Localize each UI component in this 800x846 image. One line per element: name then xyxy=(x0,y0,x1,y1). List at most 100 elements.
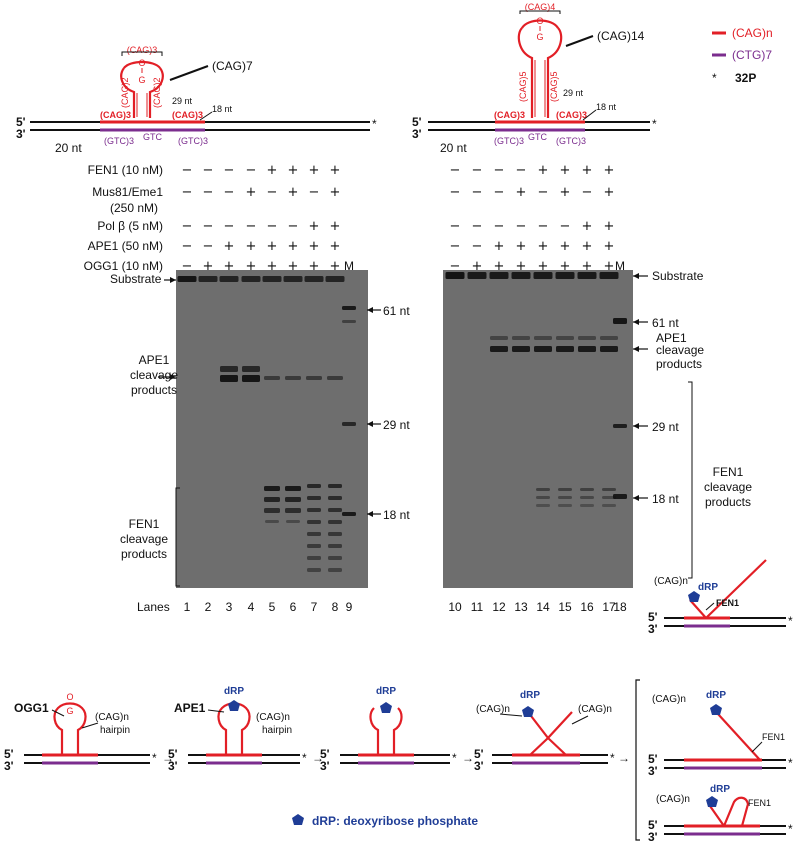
gel-band xyxy=(219,276,239,282)
gel-band xyxy=(512,336,530,340)
gel-band xyxy=(489,272,509,279)
lane-number: 5 xyxy=(269,600,276,614)
hairpin-label: (CAG)7 xyxy=(212,59,253,73)
gel-band xyxy=(577,272,597,279)
gel-band xyxy=(556,336,574,340)
condition-labels: FEN1 (10 nM) Mus81/Eme1 (250 nM) Pol β (… xyxy=(84,163,625,273)
condition-sign: + xyxy=(538,259,549,274)
ape1-label-3: products xyxy=(131,383,177,397)
legend-p32: 32P xyxy=(735,71,756,85)
five-prime: 5' xyxy=(412,115,422,129)
lane-number: 1 xyxy=(184,600,191,614)
condition-sign: − xyxy=(516,219,527,234)
svg-text:(CAG)n: (CAG)n xyxy=(476,704,510,715)
condition-sign: + xyxy=(604,163,615,178)
svg-text:dRP: dRP xyxy=(520,690,540,701)
m18-left: 18 nt xyxy=(383,508,410,522)
gel-band xyxy=(467,272,487,279)
gel-band xyxy=(328,544,342,548)
condition-sign: + xyxy=(309,163,320,178)
condition-sign: − xyxy=(450,163,461,178)
lane-number: 18 xyxy=(613,600,627,614)
gel-right xyxy=(443,270,633,588)
lane-number: 15 xyxy=(558,600,572,614)
condition-sign: + xyxy=(267,163,278,178)
condition-sign: + xyxy=(582,259,593,274)
gel-band xyxy=(613,424,627,428)
gel-band xyxy=(613,494,627,499)
gel-band xyxy=(307,544,321,548)
condition-sign: − xyxy=(246,163,257,178)
step-arrow: → xyxy=(162,751,174,765)
gel-band xyxy=(511,272,531,279)
gel-band xyxy=(307,556,321,560)
ape1-right-2: cleavage xyxy=(656,343,704,357)
outcome-bracket xyxy=(635,679,640,841)
condition-sign: − xyxy=(494,163,505,178)
condition-sign: − xyxy=(450,259,461,274)
gel-band xyxy=(285,486,301,491)
gtc-mid: GTC xyxy=(143,132,162,142)
gtc-left: (GTC)3 xyxy=(494,136,524,146)
svg-text:5': 5' xyxy=(474,747,484,761)
svg-text:3': 3' xyxy=(168,759,178,773)
cond-polb: Pol β (5 nM) xyxy=(97,219,163,233)
loop-label: (CAG)4 xyxy=(525,2,556,12)
gel-band xyxy=(285,376,301,380)
m29-left: 29 nt xyxy=(383,418,410,432)
nt20-label: 20 nt xyxy=(440,141,467,155)
lane-number: 17 xyxy=(602,600,616,614)
condition-sign: + xyxy=(309,219,320,234)
lane-number: 3 xyxy=(226,600,233,614)
legend-ctg-label: (CTG)7 xyxy=(732,48,772,62)
condition-sign: − xyxy=(582,185,593,200)
svg-text:3': 3' xyxy=(648,830,658,844)
fen1-bracket-right xyxy=(688,381,693,579)
gel-band xyxy=(264,497,280,502)
gel-band xyxy=(490,336,508,340)
svg-text:*: * xyxy=(610,751,615,765)
scheme-step-2: APE1 dRP (CAG)n hairpin 5' 3' * → xyxy=(168,686,324,773)
gel-band xyxy=(262,276,282,282)
lane-number: 6 xyxy=(290,600,297,614)
condition-sign: + xyxy=(288,163,299,178)
condition-sign: + xyxy=(560,185,571,200)
gel-band xyxy=(285,497,301,502)
flank-left-label: (CAG)3 xyxy=(494,110,525,120)
lane-number: 4 xyxy=(248,600,255,614)
gel-band xyxy=(285,508,301,513)
gel-band xyxy=(328,520,342,524)
lane-number: 8 xyxy=(332,600,339,614)
gel-band xyxy=(307,508,321,512)
condition-sign: − xyxy=(267,185,278,200)
gel-band xyxy=(555,272,575,279)
gel-band xyxy=(220,366,238,372)
condition-sign: + xyxy=(246,185,257,200)
gel-band xyxy=(445,272,465,279)
gel-band xyxy=(342,422,356,426)
gtc-left: (GTC)3 xyxy=(104,136,134,146)
gel-band xyxy=(264,508,280,513)
drp-legend-icon xyxy=(292,814,304,825)
condition-sign: − xyxy=(560,219,571,234)
svg-text:dRP: dRP xyxy=(710,784,730,795)
condition-sign: + xyxy=(582,219,593,234)
stem-left-label: (CAG)5 xyxy=(518,71,528,102)
gel-band xyxy=(556,346,574,352)
condition-sign: + xyxy=(560,259,571,274)
svg-text:G: G xyxy=(66,706,73,716)
svg-text:5': 5' xyxy=(648,752,658,766)
svg-text:FEN1: FEN1 xyxy=(716,598,739,608)
svg-text:dRP: dRP xyxy=(698,582,718,593)
svg-text:(CAG)n: (CAG)n xyxy=(578,704,612,715)
gtc-right: (GTC)3 xyxy=(556,136,586,146)
condition-sign: − xyxy=(224,163,235,178)
nt29-label: 29 nt xyxy=(172,96,193,106)
p32-star: * xyxy=(652,117,657,131)
flank-left-label: (CAG)3 xyxy=(100,110,131,120)
gel-band xyxy=(558,504,572,507)
condition-sign: + xyxy=(516,239,527,254)
hairpin-stem xyxy=(517,27,563,118)
condition-sign: − xyxy=(203,239,214,254)
